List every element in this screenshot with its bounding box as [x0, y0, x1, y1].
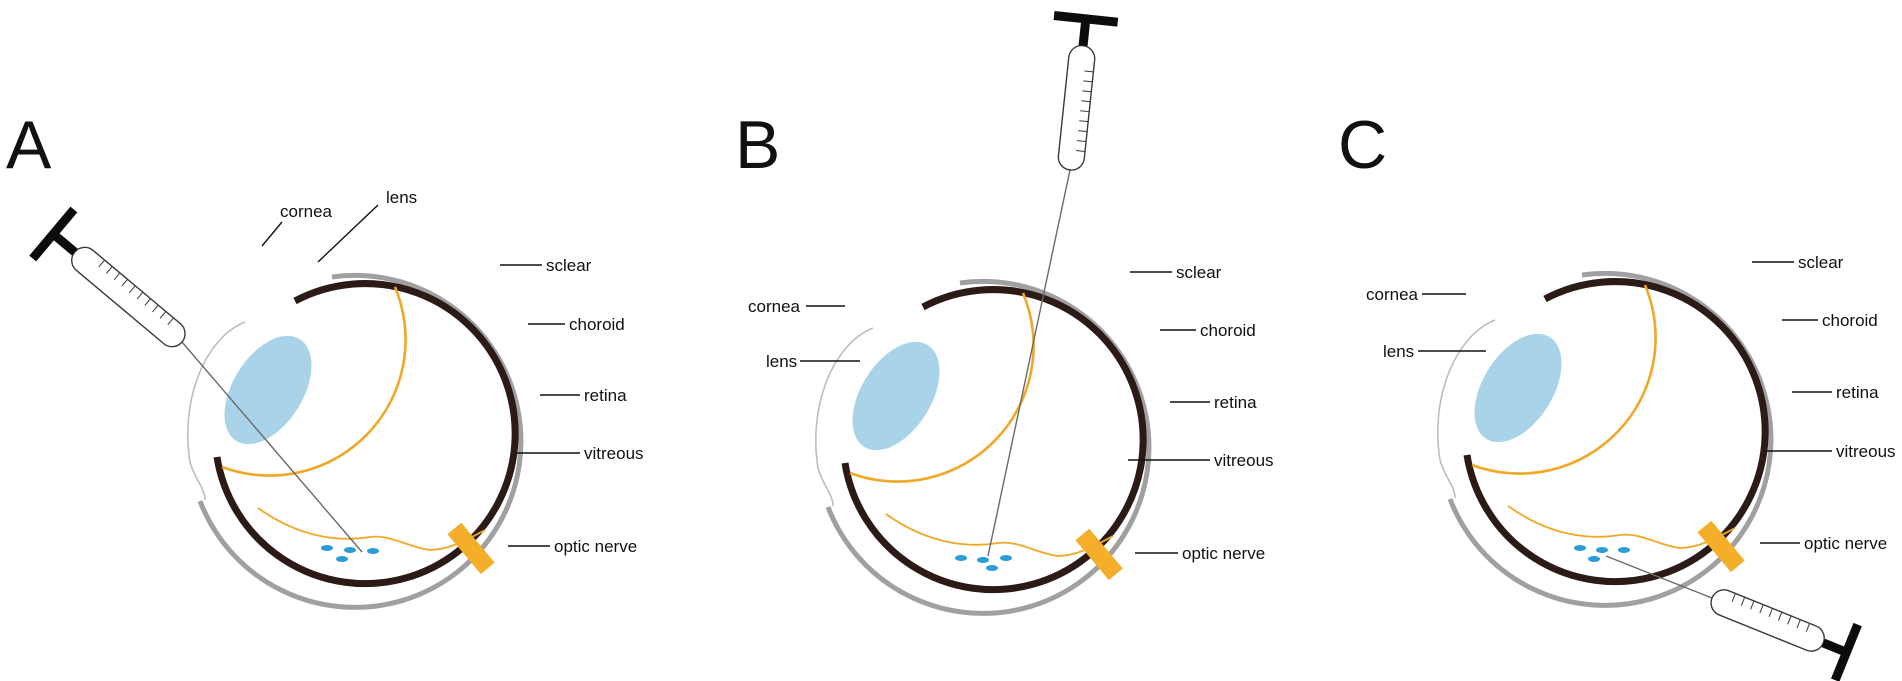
label-lens-a: lens	[386, 188, 417, 207]
panel-label-c: C	[1338, 107, 1387, 183]
label-choroid-b: choroid	[1200, 321, 1256, 340]
cell-dot	[336, 556, 348, 562]
panel-b: B cornea lens	[735, 11, 1274, 613]
label-sclear-b: sclear	[1176, 263, 1222, 282]
eye-a	[188, 275, 521, 607]
cell-dot	[1596, 547, 1608, 553]
label-retina-b: retina	[1214, 393, 1257, 412]
panel-label-b: B	[735, 107, 780, 183]
label-cornea-b: cornea	[748, 297, 801, 316]
cell-dot	[1000, 555, 1012, 561]
label-lens-c: lens	[1383, 342, 1414, 361]
panel-c: C cornea lens	[1338, 107, 1896, 681]
label-sclear-a: sclear	[546, 256, 592, 275]
cell-dot	[1574, 545, 1586, 551]
label-optic-nerve-c: optic nerve	[1804, 534, 1887, 553]
eye-c	[1438, 273, 1771, 605]
label-cornea-a: cornea	[280, 202, 333, 221]
cell-dot	[955, 555, 967, 561]
label-optic-nerve-b: optic nerve	[1182, 544, 1265, 563]
label-vitreous-a: vitreous	[584, 444, 644, 463]
eye-b	[816, 281, 1149, 613]
label-retina-a: retina	[584, 386, 627, 405]
cell-dot	[367, 548, 379, 554]
label-lens-b: lens	[766, 352, 797, 371]
cell-dot	[321, 545, 333, 551]
cell-dot	[977, 557, 989, 563]
label-vitreous-c: vitreous	[1836, 442, 1896, 461]
label-cornea-c: cornea	[1366, 285, 1419, 304]
cell-dot	[1618, 547, 1630, 553]
label-choroid-a: choroid	[569, 315, 625, 334]
cell-dot	[1588, 556, 1600, 562]
cell-dot	[986, 565, 998, 571]
label-optic-nerve-a: optic nerve	[554, 537, 637, 556]
syringe-b	[987, 11, 1119, 557]
label-choroid-c: choroid	[1822, 311, 1878, 330]
label-retina-c: retina	[1836, 383, 1879, 402]
syringe-a	[29, 206, 363, 553]
panel-a: A cornea lens	[6, 107, 644, 607]
label-vitreous-b: vitreous	[1214, 451, 1274, 470]
syringe-c	[1605, 555, 1862, 681]
panel-label-a: A	[6, 107, 52, 183]
cell-dot	[344, 547, 356, 553]
label-sclear-c: sclear	[1798, 253, 1844, 272]
